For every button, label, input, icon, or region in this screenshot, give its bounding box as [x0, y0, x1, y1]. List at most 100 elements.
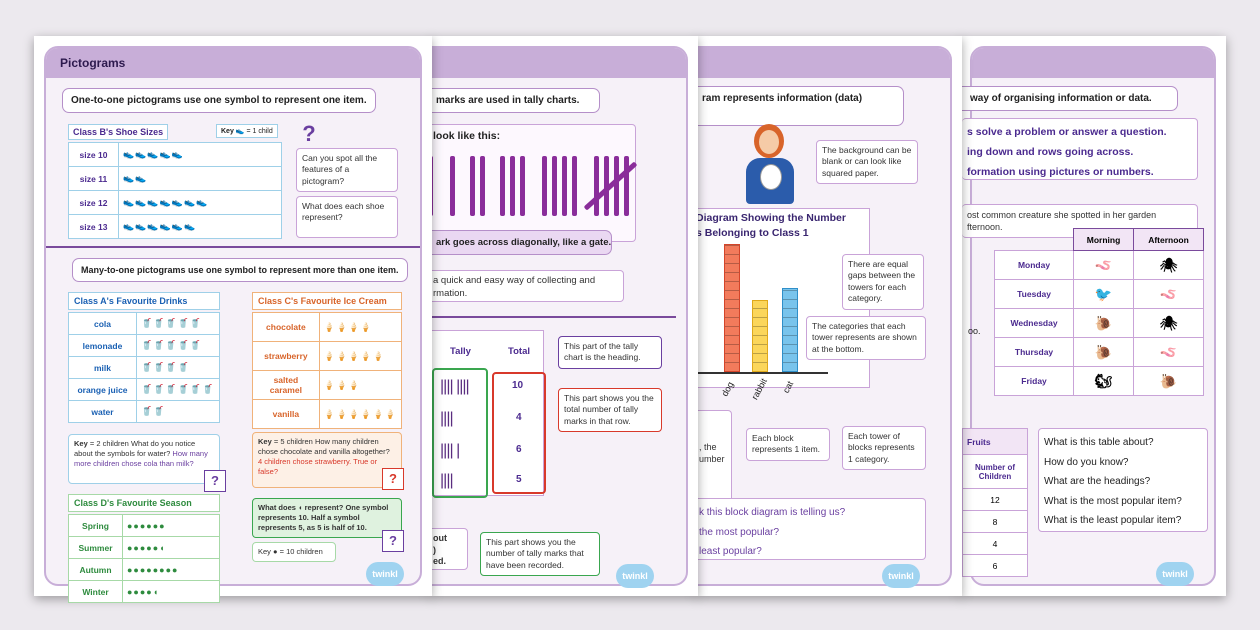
- tally-mark: [572, 156, 577, 216]
- shoe-title: Class B's Shoe Sizes: [68, 124, 169, 140]
- row-label: salted caramel: [252, 370, 320, 400]
- table-facts: s solve a problem or answer a question. …: [962, 118, 1198, 180]
- ice-title: Class C's Favourite Ice Cream: [252, 292, 402, 310]
- twinkl-logo: twinkl: [1156, 562, 1194, 586]
- bar-rabbit: [752, 300, 768, 372]
- ice-icons: 🍦🍦🍦🍦🍦🍦: [318, 399, 403, 429]
- tally-mark: [614, 156, 619, 216]
- row-label: orange juice: [68, 378, 137, 401]
- twinkl-logo: twinkl: [616, 564, 654, 588]
- row-label: milk: [68, 356, 137, 379]
- diagram-title-line: s Belonging to Class 1: [696, 226, 809, 239]
- creature-cell: 🐦: [1073, 279, 1135, 309]
- questions-box: k this block diagram is telling us? the …: [694, 498, 926, 560]
- drink-icons: 🥤🥤🥤🥤: [136, 356, 220, 379]
- cut-text: , the: [699, 442, 717, 452]
- key-label: Key: [74, 439, 88, 448]
- question: What do you notice about the symbols for…: [74, 439, 196, 459]
- divider: [46, 246, 420, 248]
- question: How many children chose chocolate and va…: [258, 437, 390, 457]
- fact-3: formation using pictures or numbers.: [967, 165, 1154, 178]
- col-morning: Morning: [1073, 228, 1135, 251]
- cut-text: out: [433, 533, 447, 543]
- bar-cat: [782, 288, 798, 372]
- key-value: = 5 children: [273, 437, 313, 446]
- drink-icons: 🥤🥤🥤🥤🥤: [136, 334, 220, 357]
- page-frame: ram represents information (data) The ba…: [694, 46, 952, 588]
- feature-question: Can you spot all the features of a picto…: [296, 148, 398, 192]
- col-tally: Tally: [450, 346, 471, 357]
- tally-row-marks: |||| ||||: [440, 378, 470, 395]
- day-cell: Tuesday: [993, 279, 1075, 309]
- cut-text: oo.: [968, 326, 981, 336]
- drinks-question: Key = 2 children What do you notice abou…: [68, 434, 220, 484]
- row-label: Winter: [68, 580, 123, 603]
- page-block-diagrams: ram represents information (data) The ba…: [694, 36, 962, 596]
- shoe-icons: 👟👟: [118, 166, 282, 191]
- question-mark-icon: ?: [302, 121, 316, 146]
- creature-cell: 🐿: [1073, 366, 1135, 396]
- question-mark-icon: ?: [204, 470, 226, 492]
- ice-table: chocolate🍦🍦🍦🍦 strawberry🍦🍦🍦🍦🍦 salted car…: [252, 312, 403, 429]
- season-icons: ●●●●●●●●: [122, 558, 220, 581]
- examples-title: look like this:: [433, 130, 501, 142]
- shoe-table: size 10👟👟👟👟👟 size 11👟👟 size 12👟👟👟👟👟👟👟 si…: [68, 142, 282, 239]
- row-label: chocolate: [252, 312, 320, 342]
- key-value: = 1 child: [246, 128, 273, 135]
- gaps-note: There are equal gaps between the towers …: [842, 254, 924, 310]
- question: least popular?: [699, 546, 762, 557]
- tally-row-marks: ||||: [440, 472, 454, 489]
- shoe-icons: 👟👟👟👟👟: [118, 142, 282, 167]
- question: k this block diagram is telling us?: [699, 507, 846, 518]
- row-label: size 10: [68, 142, 119, 167]
- tally-mark: [542, 156, 547, 216]
- total-value: 10: [512, 380, 524, 391]
- diagram-title-line: Diagram Showing the Number: [696, 212, 846, 224]
- creature-cell: 🪱: [1073, 250, 1135, 280]
- drinks-table: cola🥤🥤🥤🥤🥤 lemonade🥤🥤🥤🥤🥤 milk🥤🥤🥤🥤 orange …: [68, 312, 220, 423]
- cut-text: ed.: [433, 556, 447, 567]
- bar-dog: [724, 244, 740, 372]
- season-icons: ●●●●◖: [122, 580, 220, 603]
- fruits-value: 12: [962, 488, 1028, 511]
- question-mark-icon: ?: [382, 530, 404, 552]
- row-label: size 11: [68, 166, 119, 191]
- tally-mark: [624, 156, 629, 216]
- divider: [428, 316, 676, 318]
- shoe-icon: 👟: [235, 128, 245, 135]
- question-mark-icon: ?: [382, 468, 404, 490]
- intro-bubble: marks are used in tally charts.: [428, 88, 600, 113]
- question: 4 children chose strawberry. True or fal…: [258, 457, 378, 477]
- fruits-value: 6: [962, 554, 1028, 577]
- block-note: Each block represents 1 item.: [746, 428, 830, 461]
- creature-cell: 🪱: [1133, 279, 1204, 309]
- page-frame: Pictograms One-to-one pictograms use one…: [44, 46, 422, 603]
- heading-note: This part of the tally chart is the head…: [558, 336, 662, 369]
- page-tally-charts: marks are used in tally charts. look lik…: [428, 36, 698, 596]
- categories-note: The categories that each tower represent…: [806, 316, 926, 361]
- tally-mark: [480, 156, 485, 216]
- page-header: [46, 48, 420, 78]
- question: How many more children chose cola than m…: [74, 449, 208, 469]
- tower-note: Each tower of blocks represents 1 catego…: [842, 426, 926, 471]
- key-label: Key: [221, 128, 234, 135]
- drink-icons: 🥤🥤: [136, 400, 220, 423]
- tally-row-marks: ||||: [440, 410, 454, 427]
- fact-2: ing down and rows going across.: [967, 145, 1134, 158]
- day-cell: Thursday: [993, 337, 1075, 367]
- shoe-icons: 👟👟👟👟👟👟: [118, 214, 282, 239]
- question: What is this table about?: [1044, 437, 1154, 448]
- season-icons: ●●●●●◖: [122, 536, 220, 559]
- total-value: 5: [516, 474, 522, 485]
- col-total: Total: [508, 346, 530, 357]
- page-pictograms: Pictograms One-to-one pictograms use one…: [34, 36, 432, 603]
- intro-bubble: way of organising information or data.: [962, 86, 1178, 111]
- row-label: Spring: [68, 514, 123, 537]
- tally-mark: [520, 156, 525, 216]
- season-table: Spring●●●●●● Summer●●●●●◖ Autumn●●●●●●●●…: [68, 514, 220, 603]
- day-cell: Monday: [993, 250, 1075, 280]
- twinkl-logo: twinkl: [366, 562, 404, 586]
- creature-cell: 🐌: [1073, 337, 1135, 367]
- page-header: [430, 48, 686, 78]
